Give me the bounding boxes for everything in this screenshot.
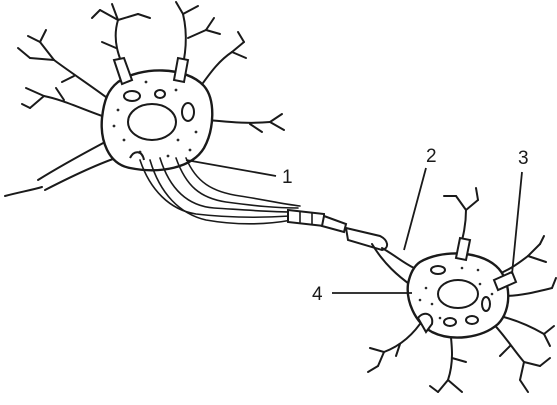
label-4: 4 xyxy=(312,284,323,305)
neuron-1-nucleus xyxy=(128,104,176,140)
neuron-2 xyxy=(368,188,556,392)
label-1: 1 xyxy=(282,167,293,188)
leader-line-1 xyxy=(186,160,276,176)
label-2: 2 xyxy=(426,146,437,167)
neuron-1 xyxy=(5,2,300,224)
label-3: 3 xyxy=(518,148,529,169)
leader-line-3 xyxy=(512,172,522,274)
neuron-2-nucleus xyxy=(438,280,478,308)
leader-line-2 xyxy=(404,168,426,250)
